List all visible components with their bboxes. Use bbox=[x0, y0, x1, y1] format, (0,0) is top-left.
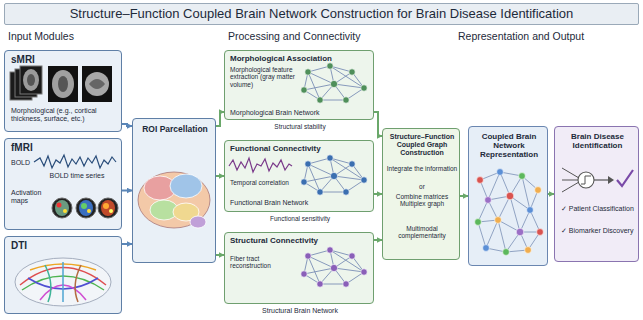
brain-networks bbox=[301, 63, 367, 287]
node-text: BOLD time series bbox=[35, 172, 119, 180]
box-fills bbox=[4, 50, 639, 314]
node-text: Functional Brain Network bbox=[230, 199, 370, 207]
flow-arrow bbox=[216, 112, 224, 126]
input-module: fMRI BOLD BOLD time seriesActivation maps bbox=[4, 138, 122, 230]
flow-arrow bbox=[122, 190, 132, 192]
flow-arrow bbox=[122, 124, 132, 126]
node-caption: Functional sensitivity bbox=[225, 215, 375, 222]
flow-arrow bbox=[374, 193, 382, 195]
node-heading: Structural Connectivity bbox=[230, 236, 370, 245]
node-text: Activation maps bbox=[11, 189, 51, 205]
node-text: BOLD bbox=[11, 159, 37, 167]
classifier-symbol bbox=[562, 168, 633, 192]
node-text: ✓ Patient Classification bbox=[561, 205, 636, 213]
node-text: Morphological Brain Network bbox=[230, 109, 370, 117]
flow-arrow bbox=[122, 243, 132, 245]
node-text: Morphological (e.g., cortical thickness,… bbox=[11, 107, 119, 123]
node-text: Combine matrices Multiplex graph bbox=[385, 193, 459, 208]
node-text: ✓ Biomarker Discovery bbox=[561, 227, 636, 235]
bold-signal bbox=[34, 155, 116, 168]
flow-arrow bbox=[374, 112, 382, 136]
node-text: or bbox=[385, 183, 459, 190]
title-bar: Structure–Function Coupled Brain Network… bbox=[4, 3, 639, 25]
node-text: Multimodal complementarity bbox=[385, 225, 459, 240]
node-heading: Brain Disease Identification bbox=[558, 132, 637, 150]
node-heading: fMRI bbox=[11, 142, 111, 154]
flow-arrow bbox=[460, 195, 468, 197]
dti-tractography bbox=[15, 258, 111, 306]
output-box: Brain Disease Identification ✓ Patient Cl… bbox=[554, 126, 639, 262]
coupled-network bbox=[475, 169, 544, 256]
node-heading: Coupled Brain Network Representation bbox=[472, 132, 546, 160]
input-module: DTI bbox=[4, 236, 122, 314]
functional-signal bbox=[229, 158, 292, 172]
node-heading: Morphological Association bbox=[230, 54, 370, 63]
column-header: Representation and Output bbox=[458, 30, 638, 42]
parcellated-brain bbox=[138, 172, 210, 228]
flow-arrow bbox=[216, 254, 224, 256]
column-header: Processing and Connectivity bbox=[228, 30, 448, 42]
output-box: Coupled Brain Network Representation bbox=[468, 126, 548, 266]
input-module: sMRI Morphological (e.g., cortical thickn… bbox=[4, 50, 122, 132]
network-box: Morphological AssociationMorphological f… bbox=[224, 50, 374, 120]
process-box: ROI Parcellation bbox=[132, 118, 216, 263]
node-text: Morphological feature extraction (gray m… bbox=[230, 66, 300, 88]
node-heading: Functional Connectivity bbox=[230, 144, 370, 153]
node-heading: ROI Parcellation bbox=[137, 125, 213, 135]
flow-arrow bbox=[374, 239, 382, 241]
network-box: Functional ConnectivityTemporal correlat… bbox=[224, 140, 374, 212]
smri-scans bbox=[10, 66, 112, 102]
node-text: Fiber tract reconstruction bbox=[230, 255, 300, 270]
activation-maps bbox=[52, 198, 118, 218]
node-text: Integrate the information bbox=[385, 165, 459, 172]
node-heading: Structure–Function Coupled Graph Constru… bbox=[385, 133, 459, 157]
process-box: Structure–Function Coupled Graph Constru… bbox=[382, 128, 460, 260]
node-text: Temporal correlation bbox=[230, 179, 300, 186]
network-box: Structural ConnectivityFiber tract recon… bbox=[224, 232, 374, 304]
node-heading: sMRI bbox=[11, 54, 111, 66]
node-caption: Structural Brain Network bbox=[225, 307, 375, 315]
node-heading: DTI bbox=[11, 240, 111, 252]
column-header: Input Modules bbox=[8, 30, 208, 42]
node-caption: Structural stability bbox=[225, 123, 375, 130]
flow-arrow bbox=[216, 175, 224, 177]
